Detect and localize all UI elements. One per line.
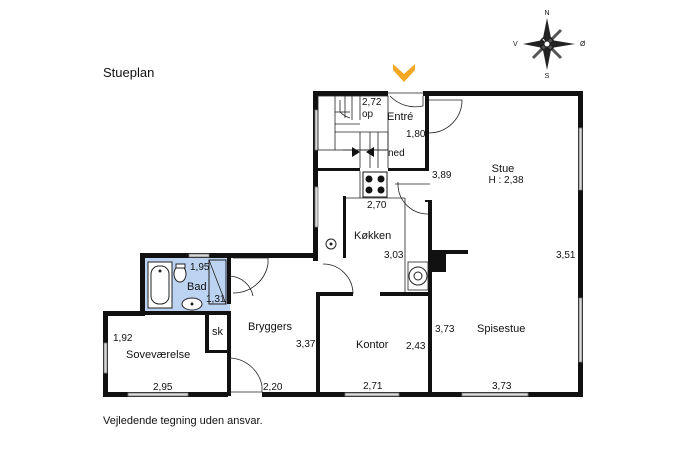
dim-entre-width: 2,72: [362, 97, 382, 108]
compass-south: S: [545, 73, 550, 80]
room-label-spisestue: Spisestue: [477, 323, 525, 335]
stairs-up-label: op: [362, 109, 374, 120]
dim-spisestue-height: 3,73: [435, 324, 455, 335]
compass-north: N: [544, 10, 549, 17]
bathroom-fixtures: [147, 259, 227, 311]
disclaimer: Vejledende tegning uden ansvar.: [103, 415, 263, 427]
interior-walls: [145, 91, 468, 397]
room-label-kontor: Kontor: [356, 339, 389, 351]
compass-east: Ø: [580, 41, 586, 48]
plan-title: Stueplan: [103, 65, 154, 80]
dim-kontor-width: 2,71: [363, 381, 383, 392]
entrance-arrow-icon: [393, 64, 415, 82]
room-label-stue: Stue: [492, 163, 515, 175]
dim-bryggers-width: 2,20: [263, 382, 283, 393]
staircase: [317, 95, 389, 168]
room-label-entre: Entré: [387, 111, 413, 123]
dim-entre-height: 1,80: [406, 129, 426, 140]
dim-kokken-height: 3,03: [384, 250, 404, 261]
room-label-bad: Bad: [187, 281, 207, 293]
room-label-sovevaerelse: Soveværelse: [126, 349, 190, 361]
dim-bad-height: 1,31: [206, 294, 226, 305]
windows: [103, 109, 583, 397]
dim-bad-width: 1,95: [190, 262, 210, 273]
dim-sove-height: 1,92: [113, 333, 133, 344]
kitchen-fixtures: [325, 171, 429, 292]
compass-west: V: [513, 41, 518, 48]
compass-icon: N S Ø V: [513, 10, 586, 80]
stairs-down-label: ned: [388, 148, 405, 159]
room-label-sk: sk: [212, 326, 224, 338]
dim-bryggers-height: 3,37: [296, 339, 316, 350]
room-label-bryggers: Bryggers: [248, 321, 293, 333]
room-label-kokken: Køkken: [354, 230, 391, 242]
dim-sove-width: 2,95: [153, 382, 173, 393]
dim-kokken-width: 2,70: [367, 200, 387, 211]
dim-stue-side: 3,89: [432, 170, 452, 181]
dim-kontor-height: 2,43: [406, 341, 426, 352]
doors: [227, 92, 463, 393]
dim-spisestue-width: 3,73: [492, 381, 512, 392]
dim-stue-height: 3,51: [556, 250, 576, 261]
room-height-stue: H : 2,38: [488, 175, 523, 186]
